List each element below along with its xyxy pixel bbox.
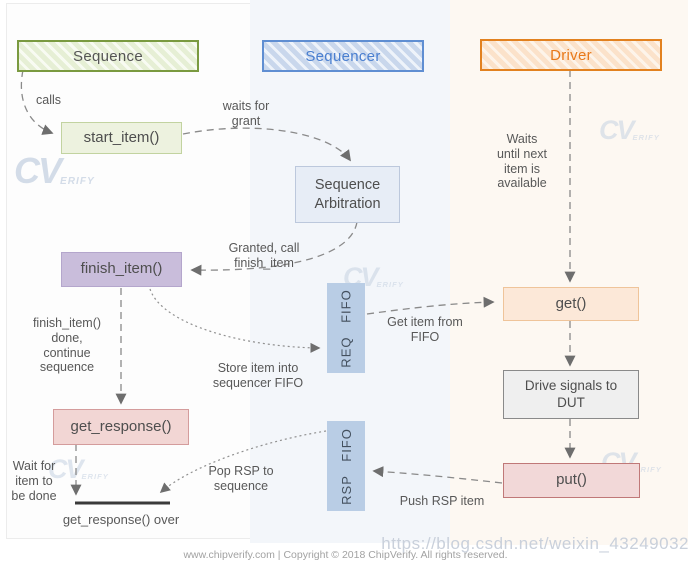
- label-get-response-over: get_response() over: [62, 512, 180, 527]
- drive-signals-node: Drive signals to DUT: [503, 370, 639, 419]
- label-waits-until-next: Waits until next item is available: [496, 132, 548, 191]
- label-finish-item-done: finish_item() done, continue sequence: [32, 316, 102, 375]
- rsp-fifo-label: RSP FIFO: [338, 427, 354, 505]
- sequencer-header-label: Sequencer: [305, 47, 381, 65]
- label-pop-rsp: Pop RSP to sequence: [208, 464, 274, 493]
- sequence-header: Sequence: [17, 40, 199, 72]
- req-fifo-node: REQ FIFO: [327, 283, 365, 373]
- req-fifo-label: REQ FIFO: [338, 288, 354, 368]
- label-granted-call: Granted, call finish_item: [228, 241, 300, 270]
- label-calls: calls: [36, 93, 62, 107]
- get-node: get(): [503, 287, 639, 321]
- label-store-item: Store item into sequencer FIFO: [212, 361, 304, 390]
- driver-header: Driver: [480, 39, 662, 71]
- copyright-footer: www.chipverify.com | Copyright © 2018 Ch…: [183, 549, 508, 561]
- put-node: put(): [503, 463, 640, 498]
- sequence-arbitration-node: Sequence Arbitration: [295, 166, 400, 223]
- get-response-node: get_response(): [53, 409, 189, 445]
- start-item-node: start_item(): [61, 122, 182, 154]
- chipverify-watermark: CVERIFY: [48, 454, 109, 484]
- sequencer-header: Sequencer: [262, 40, 424, 72]
- sequence-header-label: Sequence: [73, 47, 143, 65]
- rsp-fifo-node: RSP FIFO: [327, 421, 365, 511]
- finish-item-node: finish_item(): [61, 252, 182, 287]
- chipverify-watermark: CVERIFY: [599, 115, 660, 145]
- driver-header-label: Driver: [550, 46, 592, 64]
- label-wait-for-item: Wait for item to be done: [11, 459, 57, 503]
- chipverify-watermark: CVERIFY: [14, 150, 95, 191]
- label-push-rsp: Push RSP item: [399, 494, 485, 508]
- label-get-item-from-fifo: Get item from FIFO: [387, 315, 463, 344]
- label-waits-for-grant: waits for grant: [222, 99, 270, 128]
- csdn-watermark: https://blog.csdn.net/weixin_43249032: [381, 534, 689, 553]
